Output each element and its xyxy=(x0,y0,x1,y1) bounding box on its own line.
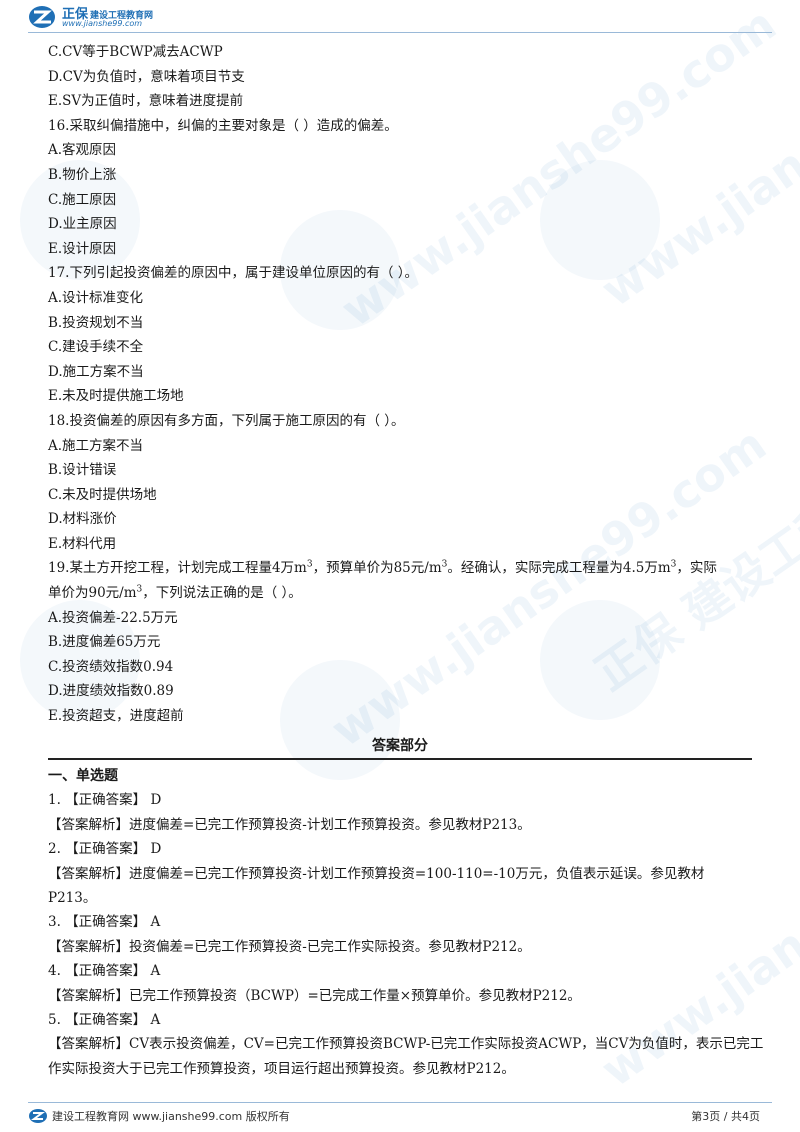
q19-superscript: 3 xyxy=(136,584,143,595)
question-19-line-2: 单价为90元/m3，下列说法正确的是（ ）。 xyxy=(48,581,760,606)
question-19-line-1: 19.某土方开挖工程，计划完成工程量4万m3，预算单价为85元/m3。经确认，实… xyxy=(48,556,760,581)
answer-line: 【答案解析】已完工作预算投资（BCWP）=已完成工作量×预算单价。参见教材P21… xyxy=(48,987,581,1004)
page-footer: 建设工程教育网 www.jianshe99.com 版权所有 第3页 / 共4页 xyxy=(0,1102,800,1132)
question-line: E.材料代用 xyxy=(48,535,117,552)
question-line: 16.采取纠偏措施中，纠偏的主要对象是（ ）造成的偏差。 xyxy=(48,117,398,134)
answer-line: 【答案解析】进度偏差=已完工作预算投资-计划工作预算投资。参见教材P213。 xyxy=(48,816,531,833)
question-line: D.业主原因 xyxy=(48,216,117,233)
answer-line: 【答案解析】进度偏差=已完工作预算投资-计划工作预算投资=100-110=-10… xyxy=(48,865,705,882)
answers-content: 一、单选题 1. 【正确答案】 D 【答案解析】进度偏差=已完工作预算投资-计划… xyxy=(48,764,764,1081)
footer-logo-icon xyxy=(29,1109,47,1123)
answer-section-title: 答案部分 xyxy=(372,738,428,754)
question-line: A.客观原因 xyxy=(48,142,117,159)
question-line: B.设计错误 xyxy=(48,462,117,479)
question-line: C.建设手续不全 xyxy=(48,339,144,356)
question-line: B.物价上涨 xyxy=(48,166,117,183)
answer-line: 【答案解析】CV表示投资偏差，CV=已完工作预算投资BCWP-已完工作实际投资A… xyxy=(48,1036,764,1053)
answer-subtitle: 一、单选题 xyxy=(48,768,118,784)
question-line: A.设计标准变化 xyxy=(48,289,144,306)
page-number: 第3页 / 共4页 xyxy=(691,1110,760,1123)
q19-superscript: 3 xyxy=(306,559,313,570)
page-header: 正保建设工程教育网 www.jianshe99.com xyxy=(0,0,800,36)
answer-line: 1. 【正确答案】 D xyxy=(48,792,162,809)
option-line: B.进度偏差65万元 xyxy=(48,634,161,651)
q19-text: ，预算单价为85元/m xyxy=(312,560,442,577)
brand-name: 正保建设工程教育网 xyxy=(62,3,153,22)
answer-section-divider xyxy=(48,758,752,760)
header-divider xyxy=(28,32,772,33)
brand-subtitle: 建设工程教育网 xyxy=(90,11,154,21)
brand-title: 正保 xyxy=(62,7,89,22)
question-line: A.施工方案不当 xyxy=(48,437,144,454)
option-line: A.投资偏差-22.5万元 xyxy=(48,609,178,626)
q19-text: 。经确认，实际完成工程量为4.5万m xyxy=(447,560,671,577)
question-line: C.施工原因 xyxy=(48,191,117,208)
answer-line: 3. 【正确答案】 A xyxy=(48,914,161,931)
question-line: E.SV为正值时，意味着进度提前 xyxy=(48,93,244,110)
brand-url: www.jianshe99.com xyxy=(62,19,143,28)
answer-line: 4. 【正确答案】 A xyxy=(48,963,161,980)
q19-text: ，下列说法正确的是（ ）。 xyxy=(142,585,302,602)
q19-superscript: 3 xyxy=(670,559,677,570)
question-line: D.施工方案不当 xyxy=(48,363,144,380)
answer-line: 5. 【正确答案】 A xyxy=(48,1012,161,1029)
answer-line: 【答案解析】投资偏差=已完工作预算投资-已完工作实际投资。参见教材P212。 xyxy=(48,938,531,955)
brand-logo-icon xyxy=(29,6,55,28)
question-line: E.未及时提供施工场地 xyxy=(48,388,184,405)
answer-line: 2. 【正确答案】 D xyxy=(48,841,162,858)
option-line: E.投资超支，进度超前 xyxy=(48,708,184,725)
footer-copyright: 建设工程教育网 www.jianshe99.com 版权所有 xyxy=(52,1110,290,1123)
question-line: C.未及时提供场地 xyxy=(48,486,157,503)
answer-line: 作实际投资大于已完工作预算投资，项目运行超出预算投资。参见教材P212。 xyxy=(48,1060,515,1077)
question-line: E.设计原因 xyxy=(48,240,117,257)
question-line: C.CV等于BCWP减去ACWP xyxy=(48,44,223,60)
question-line: D.CV为负值时，意味着项目节支 xyxy=(48,68,245,85)
q19-text: 单价为90元/m xyxy=(48,585,137,602)
option-line: D.进度绩效指数0.89 xyxy=(48,683,174,700)
question-line: 17.下列引起投资偏差的原因中，属于建设单位原因的有（ ）。 xyxy=(48,265,419,282)
questions-content: C.CV等于BCWP减去ACWP D.CV为负值时，意味着项目节支 E.SV为正… xyxy=(48,40,760,729)
option-line: C.投资绩效指数0.94 xyxy=(48,658,174,675)
question-line: 18.投资偏差的原因有多方面，下列属于施工原因的有（ ）。 xyxy=(48,412,405,429)
q19-text: 19.某土方开挖工程，计划完成工程量4万m xyxy=(48,560,307,577)
q19-superscript: 3 xyxy=(441,559,448,570)
question-line: D.材料涨价 xyxy=(48,511,117,528)
answer-line: P213。 xyxy=(48,890,97,907)
question-line: B.投资规划不当 xyxy=(48,314,144,331)
q19-text: ，实际 xyxy=(676,560,717,577)
footer-divider xyxy=(28,1102,772,1103)
